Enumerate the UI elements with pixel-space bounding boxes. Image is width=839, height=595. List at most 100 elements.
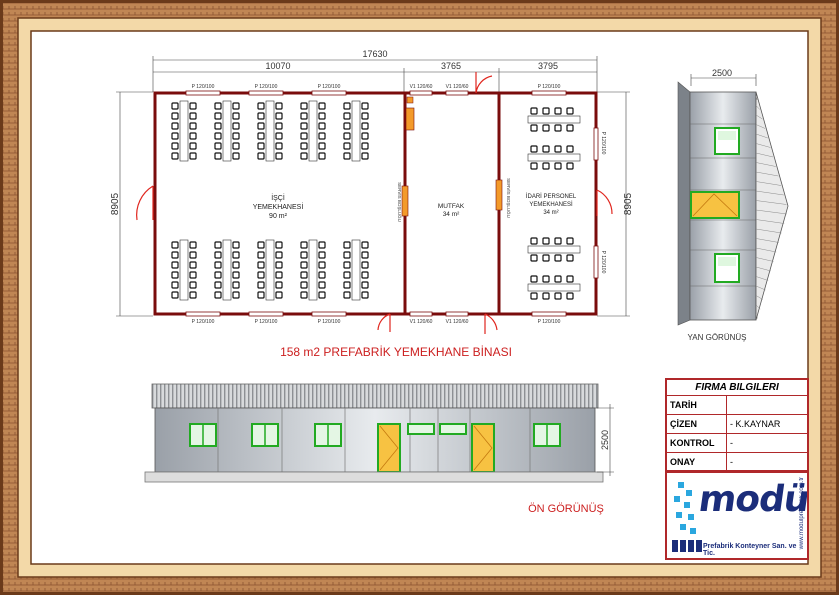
door-kitchen-top — [475, 72, 493, 94]
chair — [214, 291, 222, 299]
chair — [214, 251, 222, 259]
hall1-area: 90 m² — [269, 213, 288, 220]
chair — [275, 142, 283, 150]
chair — [171, 261, 179, 269]
dim-left: 10070 — [265, 61, 290, 71]
chair — [361, 281, 369, 289]
side-table-2 — [527, 245, 581, 254]
chair — [566, 107, 574, 115]
outer-wall — [153, 91, 598, 316]
chair — [232, 122, 240, 130]
plan-vent-3 — [445, 311, 469, 317]
plan-window-4 — [185, 311, 221, 317]
plan-window-5 — [248, 311, 284, 317]
chair — [554, 107, 562, 115]
roof-hatch — [755, 247, 777, 253]
chair — [542, 124, 550, 132]
chair — [343, 132, 351, 140]
chair — [257, 291, 265, 299]
chair — [232, 291, 240, 299]
chair — [275, 271, 283, 279]
roof-hatch — [755, 124, 766, 129]
plan-side-window-1 — [593, 245, 599, 279]
chair — [530, 237, 538, 245]
win-label-top-2: P 120/100 — [255, 84, 278, 90]
chair — [189, 271, 197, 279]
side-table-1 — [527, 153, 581, 162]
chair — [232, 261, 240, 269]
chair — [214, 112, 222, 120]
chair — [214, 281, 222, 289]
roof-hatch — [755, 238, 779, 243]
chair — [171, 241, 179, 249]
chair — [361, 291, 369, 299]
chair — [214, 152, 222, 160]
chair — [300, 241, 308, 249]
vent-label-top-1: V1 120/60 — [410, 84, 433, 90]
roof-hatch — [755, 143, 771, 148]
chair — [554, 275, 562, 283]
table-t0 — [179, 100, 189, 162]
door-swing — [473, 425, 493, 471]
door-left — [136, 185, 154, 221]
chair — [554, 237, 562, 245]
chair — [232, 251, 240, 259]
chair — [189, 102, 197, 110]
chair — [554, 162, 562, 170]
chair — [214, 122, 222, 130]
win-label-bottom-1: P 120/100 — [192, 319, 215, 325]
chair — [530, 107, 538, 115]
table-b3 — [308, 239, 318, 301]
front-vent-1 — [439, 423, 467, 435]
chair — [530, 292, 538, 300]
logo-url: www.modulprefabrik.com.tr — [799, 477, 805, 550]
chair — [171, 112, 179, 120]
plan-dimensions — [116, 56, 630, 317]
hall1-label-2: YEMEKHANESİ — [253, 202, 304, 211]
chair — [257, 112, 265, 120]
chair — [343, 251, 351, 259]
hall2-label-1: İDARİ PERSONEL — [526, 193, 577, 200]
chair — [275, 112, 283, 120]
front-dim-height: 2500 — [600, 430, 610, 450]
hall2-area: 34 m² — [543, 210, 558, 216]
roof-hatch — [755, 304, 761, 310]
chair — [300, 261, 308, 269]
chair — [257, 271, 265, 279]
chair — [300, 102, 308, 110]
chair — [214, 241, 222, 249]
chair — [300, 281, 308, 289]
serving-label-right: SERVİS BOŞLUĞU — [506, 178, 512, 218]
chair — [542, 162, 550, 170]
chair — [232, 241, 240, 249]
row-key-date: TARİH — [667, 396, 727, 414]
chair — [566, 254, 574, 262]
title-block-header: FIRMA BILGILERI — [667, 380, 807, 396]
chair — [214, 142, 222, 150]
chair — [361, 132, 369, 140]
front-wall — [154, 407, 596, 473]
serving-window-right — [495, 179, 503, 211]
chair — [542, 254, 550, 262]
chair — [343, 271, 351, 279]
plan-window-3 — [531, 90, 567, 96]
chair — [189, 142, 197, 150]
plan-window-1 — [248, 90, 284, 96]
roof-hatch — [755, 190, 784, 196]
row-key-approve: ONAY — [667, 453, 727, 471]
chair — [232, 271, 240, 279]
dim-height-right: 8905 — [623, 192, 634, 215]
chair — [318, 291, 326, 299]
chair — [275, 261, 283, 269]
vent-label-bottom-1: V1 120/60 — [410, 319, 433, 325]
chair — [275, 122, 283, 130]
plan-doors — [136, 72, 613, 334]
chair — [189, 152, 197, 160]
chair — [300, 132, 308, 140]
company-logo: modül Prefabrik Konteyner San. ve Tic. w… — [665, 471, 809, 560]
chair — [361, 241, 369, 249]
win-label-bottom-3: P 120/100 — [318, 319, 341, 325]
side-table-3 — [527, 283, 581, 292]
chair — [361, 271, 369, 279]
